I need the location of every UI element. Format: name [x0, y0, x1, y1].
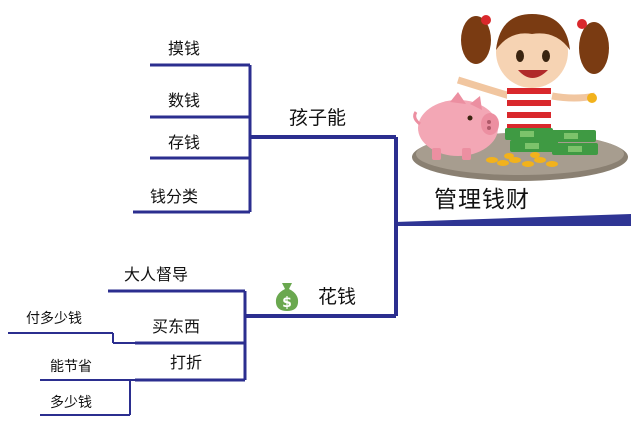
kids-item-touch-money[interactable]: 摸钱 — [168, 39, 201, 58]
kids-item-count-money[interactable]: 数钱 — [168, 91, 201, 110]
spend-item-buy-things[interactable]: 买东西 — [152, 317, 201, 336]
branch-spend-label[interactable]: 花钱 — [318, 286, 357, 308]
buy-leaf-connector — [8, 332, 135, 344]
kids-item-save-money[interactable]: 存钱 — [168, 133, 201, 152]
kids-item-sort-money[interactable]: 钱分类 — [150, 187, 199, 206]
spend-item-discount[interactable]: 打折 — [170, 353, 203, 372]
kids-children-connector — [133, 63, 252, 214]
discount-leaf-connector — [40, 379, 135, 416]
svg-text:$: $ — [282, 295, 292, 311]
root-node-label[interactable]: 管理钱财 — [434, 187, 530, 213]
spend-children-connector — [108, 289, 247, 382]
root-underline — [395, 214, 631, 226]
discount-leaf-can-save[interactable]: 能节省 — [50, 359, 92, 375]
branch-kids-label[interactable]: 孩子能 — [289, 107, 347, 129]
girl-piggy-bank-illustration — [412, 14, 628, 181]
buy-leaf-how-much-to-pay[interactable]: 付多少钱 — [26, 311, 82, 327]
discount-leaf-how-much[interactable]: 多少钱 — [50, 395, 92, 411]
spend-item-adult-supervision[interactable]: 大人督导 — [124, 265, 189, 284]
money-bag-icon: $ — [275, 283, 299, 311]
